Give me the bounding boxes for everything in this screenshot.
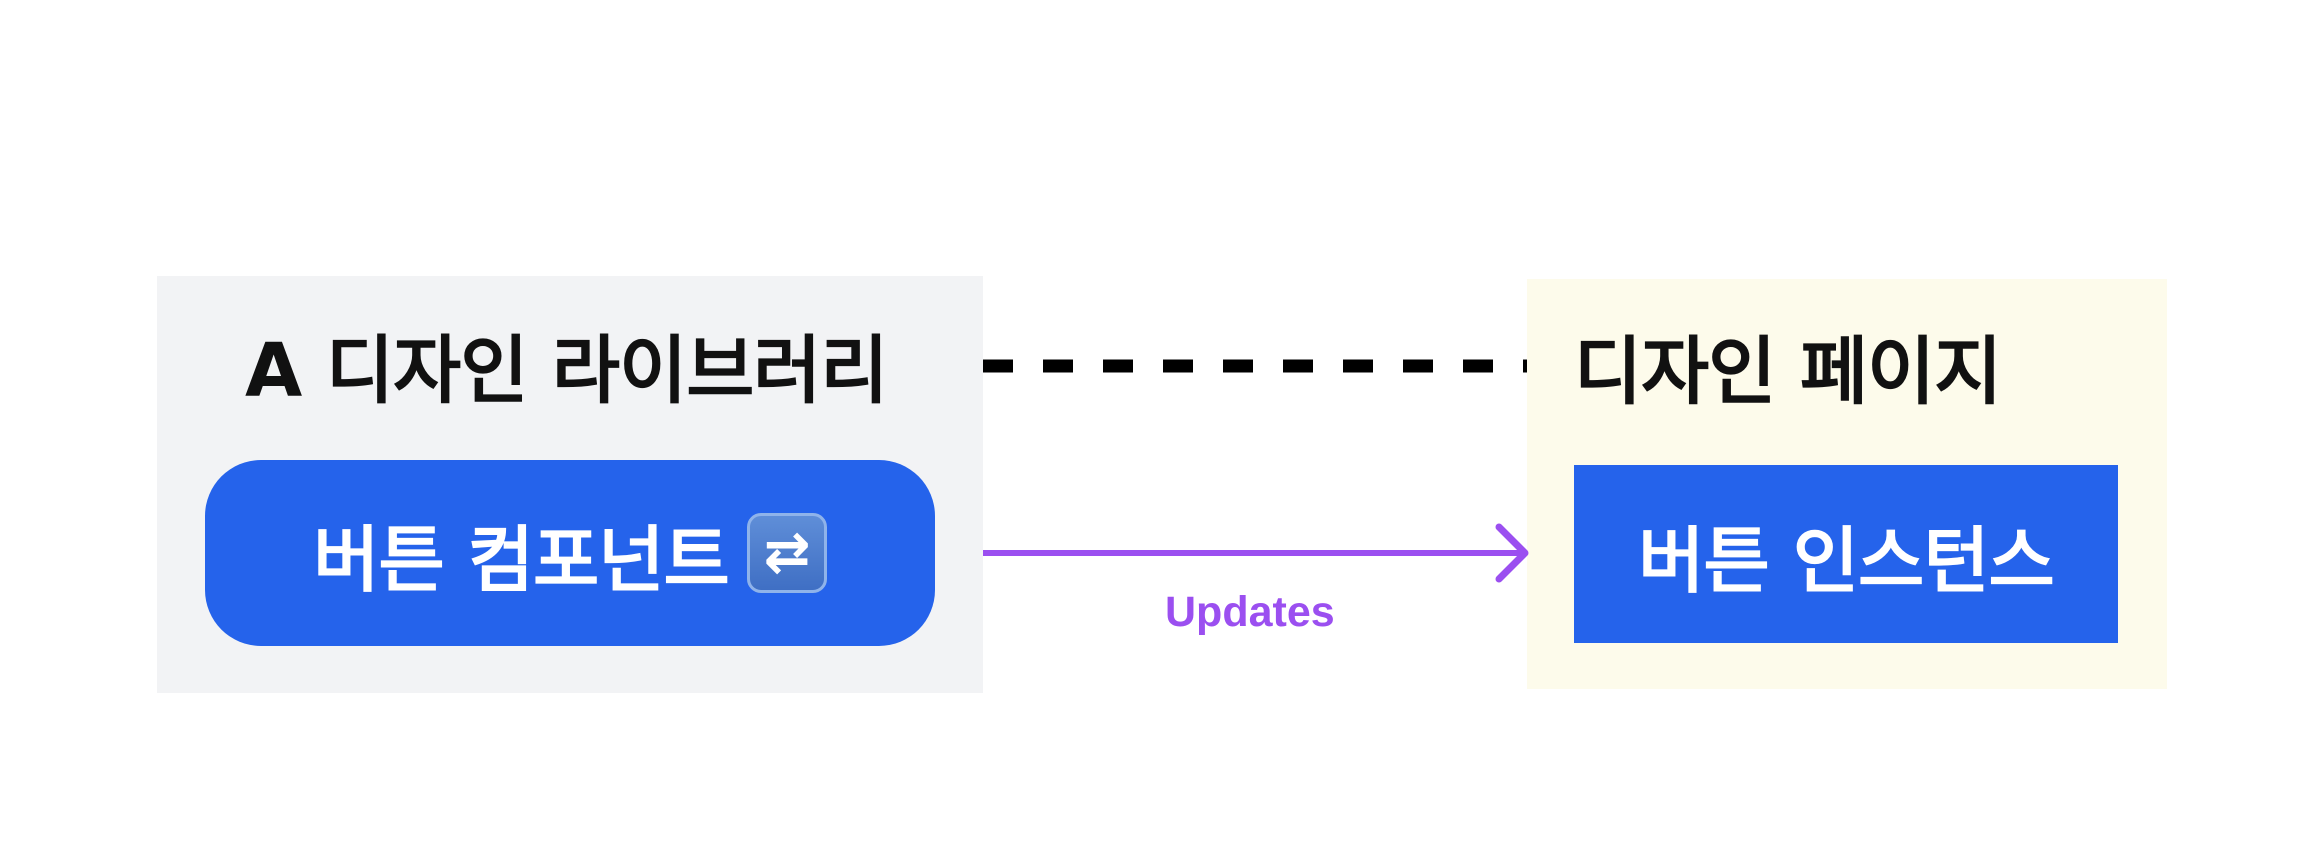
button-instance[interactable]: 버튼 인스턴스	[1574, 465, 2118, 643]
design-library-panel: A 디자인 라이브러리 버튼 컴포넌트 ⇄	[157, 276, 983, 693]
sync-icon: ⇄	[746, 513, 827, 593]
button-component-label: 버튼 컴포넌트	[313, 517, 730, 602]
library-title: A 디자인 라이브러리	[245, 328, 888, 414]
page-title: 디자인 페이지	[1574, 329, 2002, 415]
design-page-panel: 디자인 페이지 버튼 인스턴스	[1527, 279, 2167, 689]
update-arrow-head	[1495, 523, 1529, 583]
updates-label: Updates	[1165, 588, 1335, 636]
button-instance-label: 버튼 인스턴스	[1638, 518, 2055, 603]
button-component[interactable]: 버튼 컴포넌트 ⇄	[205, 460, 935, 646]
